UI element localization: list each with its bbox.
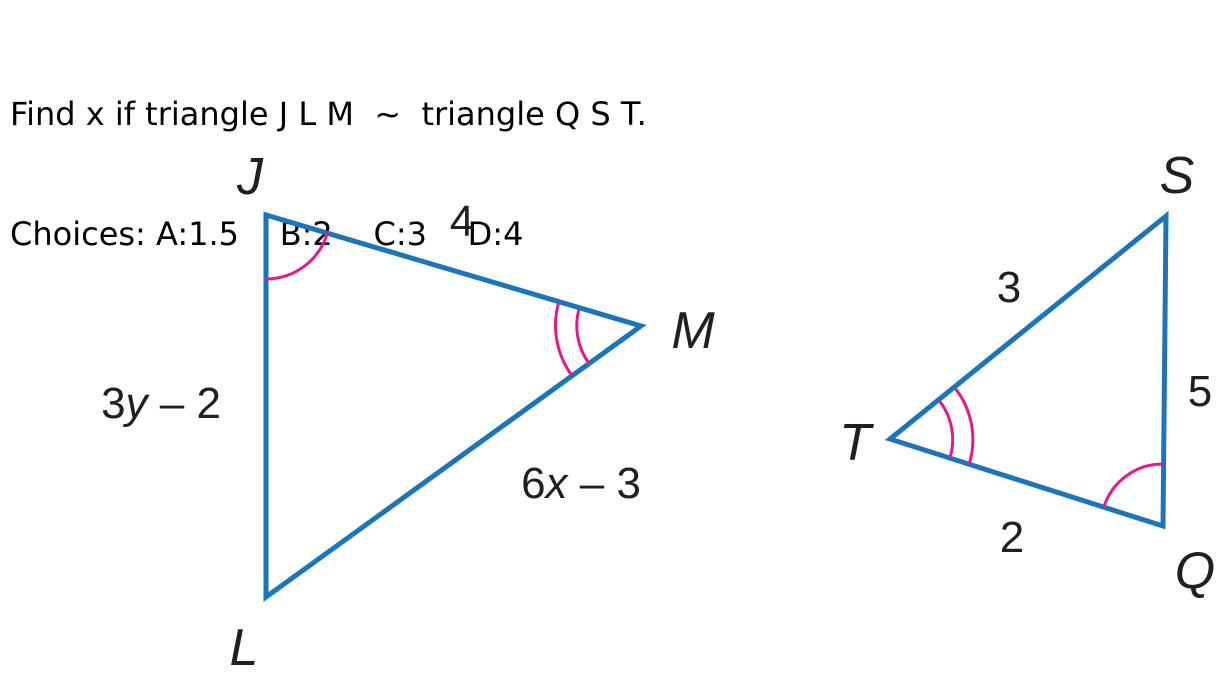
side-label-lm: 6x – 3 <box>521 459 641 508</box>
vertex-label-m: M <box>671 302 715 360</box>
angle-mark-t-outer <box>954 387 975 465</box>
vertex-label-t: T <box>839 414 874 472</box>
side-label-jl: 3y – 2 <box>101 379 221 428</box>
triangle-jlm <box>263 211 647 602</box>
angle-mark-j <box>265 231 330 281</box>
answer-choices-line: Choices: A:1.5 B:2 C:3 D:4 <box>10 215 524 253</box>
angle-mark-t-inner <box>938 400 955 459</box>
side-label-st: 3 <box>997 263 1021 312</box>
vertex-label-q: Q <box>1175 542 1215 600</box>
angle-mark-m-outer <box>554 303 574 377</box>
angle-mark-q <box>1102 462 1164 507</box>
side-label-jm: 4 <box>450 197 474 246</box>
side-label-tq: 2 <box>1000 513 1024 562</box>
question-line-1: Find x if triangle J L M ~ triangle Q S … <box>10 95 647 133</box>
vertex-label-l: L <box>230 619 259 677</box>
triangle-qst <box>884 210 1169 530</box>
vertex-label-s: S <box>1160 147 1195 205</box>
angle-mark-m-inner <box>575 308 591 365</box>
vertex-label-j: J <box>236 148 264 206</box>
question-text: Find x if triangle J L M ~ triangle Q S … <box>10 14 647 294</box>
side-label-sq: 5 <box>1188 367 1212 416</box>
